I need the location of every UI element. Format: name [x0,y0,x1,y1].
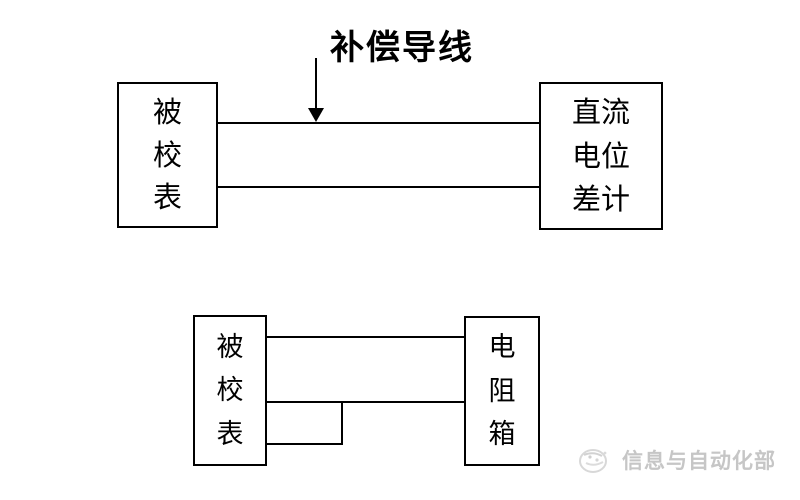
top-wire-upper [218,122,539,124]
bottom-wire-stub [267,443,343,445]
meter-under-test-box-top: 被 校 表 [117,82,218,228]
box-label-line: 电 [488,332,516,364]
box-label-line: 被 [152,94,182,129]
dc-potentiometer-box: 直流 电位 差计 [539,82,663,230]
box-label-line: 电位 [571,138,630,173]
box-label-line: 被 [216,331,244,363]
box-label-line: 校 [216,375,244,406]
watermark-text: 信息与自动化部 [622,450,776,473]
watermark: 信息与自动化部 [576,443,776,477]
bottom-wire-upper [267,336,464,338]
box-label-line: 箱 [488,418,516,450]
meter-under-test-box-bottom: 被 校 表 [193,315,267,466]
box-label-line: 表 [216,418,244,450]
globe-logo-icon [579,449,607,473]
bottom-wire-middle [267,401,464,403]
box-label-line: 差计 [571,181,630,216]
box-label-line: 直流 [571,95,630,130]
down-arrow-icon [308,108,324,122]
compensation-wire-label: 补偿导线 [330,29,474,67]
bottom-wire-vertical-link [341,401,343,445]
box-label-line: 表 [152,180,182,215]
box-label-line: 阻 [488,375,516,407]
top-wire-lower [218,186,539,188]
down-arrow-shaft [315,58,317,110]
box-label-line: 校 [152,137,182,172]
resistance-box: 电 阻 箱 [464,316,540,466]
